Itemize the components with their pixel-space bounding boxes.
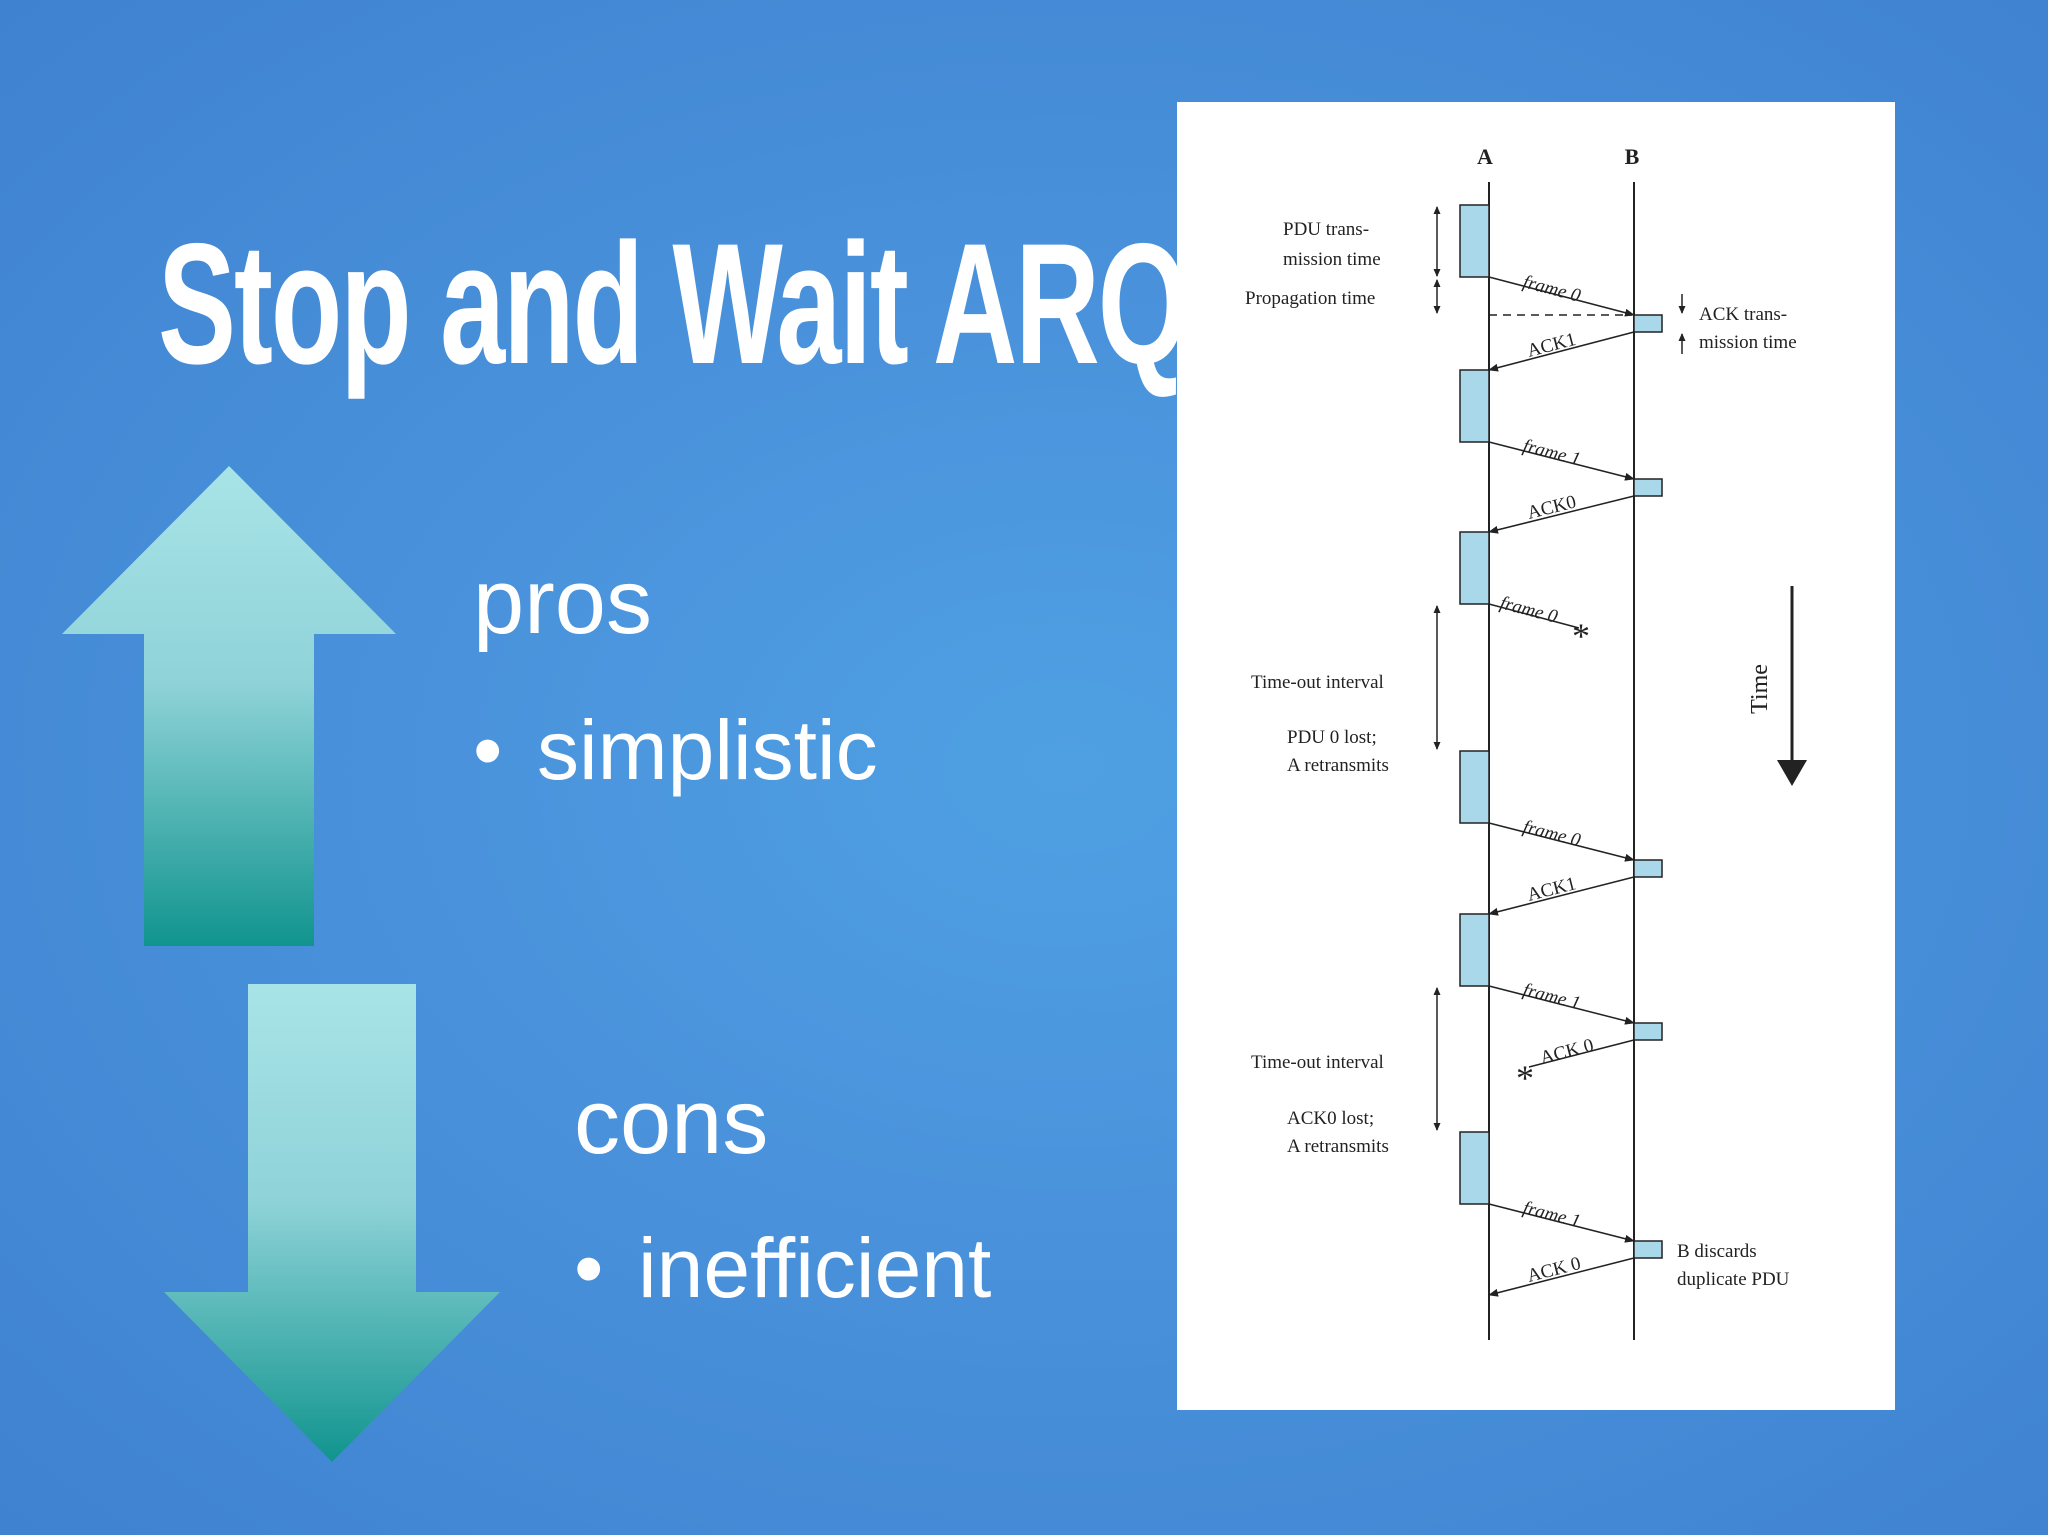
frame-box [1459, 1131, 1490, 1205]
message-arrow [1488, 331, 1635, 372]
message-label: ACK0 [1525, 491, 1578, 523]
lost-asterisk-icon: * [1572, 616, 1590, 656]
message-arrow [1488, 276, 1635, 317]
annotation-text: Time-out interval [1251, 1052, 1384, 1073]
cons-bullet-icon: • [574, 1221, 604, 1315]
annotation-text: PDU trans- [1283, 219, 1369, 240]
annotation-text: PDU 0 lost; [1287, 727, 1377, 748]
message-label: frame 0 [1521, 272, 1583, 307]
message-label: ACK 0 [1538, 1035, 1596, 1069]
up-arrow-icon [62, 466, 396, 946]
frame-box [1459, 369, 1490, 443]
annotation-text: mission time [1283, 249, 1381, 270]
message-arrow [1488, 985, 1635, 1025]
annotation-text: Time-out interval [1251, 672, 1384, 693]
cons-heading: cons [574, 1071, 769, 1173]
annotation-text: Propagation time [1245, 288, 1375, 309]
frame-box [1459, 531, 1490, 605]
message-arrow [1488, 876, 1635, 916]
message-label: ACK1 [1525, 329, 1578, 362]
message-label: frame 1 [1521, 1197, 1583, 1232]
frame-box [1459, 204, 1490, 278]
station-b-label: B [1625, 144, 1640, 169]
message-arrow [1488, 495, 1635, 534]
message-label: frame 1 [1521, 979, 1583, 1014]
slide-title: Stop and Wait ARQ [158, 208, 1189, 400]
ack-box [1633, 1240, 1663, 1259]
annotation-text: ACK0 lost; [1287, 1108, 1374, 1129]
message-label: frame 1 [1521, 435, 1583, 470]
ack-box [1633, 1022, 1663, 1041]
annotation-text: ACK trans- [1699, 304, 1787, 325]
station-a-label: A [1477, 144, 1493, 169]
pros-heading: pros [473, 551, 652, 653]
time-axis-arrowhead [1777, 760, 1807, 786]
annotation-text: mission time [1699, 332, 1797, 353]
time-axis-label: Time [1747, 664, 1773, 714]
annotation-text: A retransmits [1287, 755, 1389, 776]
annotation-text: B discards [1677, 1241, 1757, 1262]
annotation-text: duplicate PDU [1677, 1269, 1790, 1290]
annotation-text: A retransmits [1287, 1136, 1389, 1157]
message-label: frame 0 [1498, 593, 1560, 628]
ack-box [1633, 314, 1663, 333]
message-arrow [1488, 441, 1635, 481]
pros-bullet-icon: • [473, 703, 503, 797]
ack-box [1633, 859, 1663, 878]
lost-asterisk-icon: * [1516, 1058, 1534, 1098]
cons-item: inefficient [638, 1221, 992, 1315]
frame-box [1459, 913, 1490, 987]
message-label: ACK 0 [1525, 1253, 1583, 1287]
ack-box [1633, 478, 1663, 497]
down-arrow-icon [164, 984, 500, 1462]
pros-item: simplistic [537, 703, 878, 797]
message-label: frame 0 [1521, 816, 1583, 851]
message-arrow [1488, 1257, 1635, 1297]
message-arrow [1488, 1203, 1635, 1243]
message-arrow [1488, 603, 1580, 629]
message-arrow [1528, 1039, 1635, 1068]
frame-box [1459, 750, 1490, 824]
message-arrow [1488, 822, 1635, 862]
message-label: ACK1 [1525, 873, 1578, 906]
stop-and-wait-diagram: A B frame 0 ACK1 frame 1 ACK0 [1177, 102, 1895, 1410]
